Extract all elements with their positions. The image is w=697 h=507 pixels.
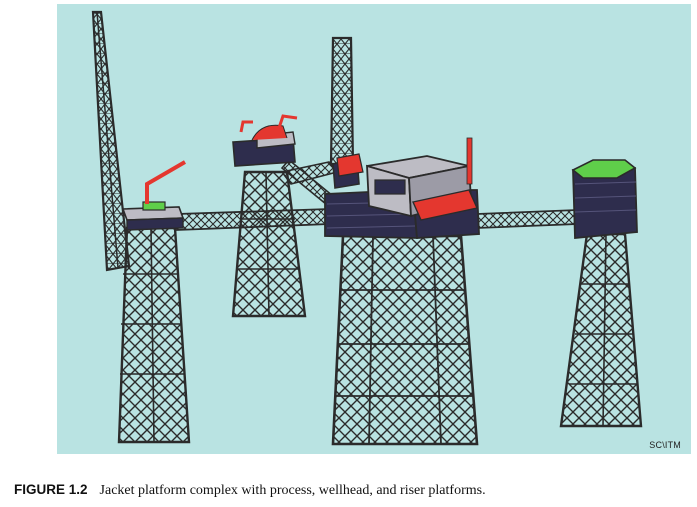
figure-caption-text: Jacket platform complex with process, we… [99,483,486,498]
bridge-right [476,209,578,229]
wellhead-platform-left-deck [121,160,187,231]
figure-label: FIGURE 1.2 [14,482,88,497]
process-platform-topsides [324,137,480,239]
riser-platform-deck [571,159,638,239]
wellhead-platform-middle-deck [232,114,298,167]
process-platform-jacket [331,234,479,446]
riser-platform-jacket [559,232,643,428]
wellhead-platform-left-jacket [117,226,191,444]
figure-illustration: SC\ITM [57,4,691,454]
flare-tower [91,10,131,272]
jacket-platform-drawing [91,10,643,446]
drilling-derrick [329,36,355,166]
figure-caption: FIGURE 1.2 Jacket platform complex with p… [14,482,694,499]
artist-signature: SC\ITM [649,440,681,450]
wellhead-platform-middle-jacket [231,170,307,318]
